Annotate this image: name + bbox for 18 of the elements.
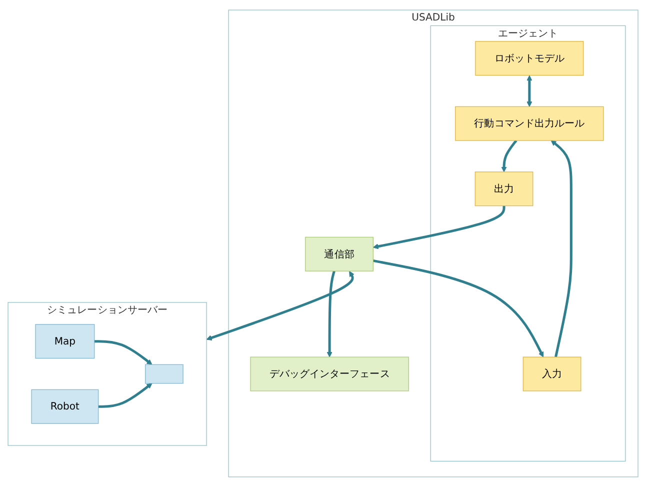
arrow bbox=[372, 205, 506, 249]
node-box: Robot bbox=[31, 388, 99, 424]
arrow bbox=[326, 270, 336, 357]
node-box: 入力 bbox=[522, 356, 582, 391]
node-box: Map bbox=[35, 324, 95, 358]
arrow bbox=[526, 74, 532, 106]
arrow bbox=[98, 382, 152, 408]
arrow bbox=[550, 140, 572, 357]
arrow bbox=[372, 259, 544, 357]
node-box: ロボットモデル bbox=[475, 40, 584, 76]
node-box: 出力 bbox=[474, 171, 534, 206]
arrow bbox=[501, 139, 518, 172]
arrow bbox=[206, 270, 354, 340]
arrow bbox=[94, 340, 152, 364]
node-box: 通信部 bbox=[305, 236, 374, 271]
node-box: デバッグインターフェース bbox=[250, 356, 409, 391]
node-box: 行動コマンド出力ルール bbox=[455, 106, 604, 140]
node-box bbox=[145, 364, 184, 384]
